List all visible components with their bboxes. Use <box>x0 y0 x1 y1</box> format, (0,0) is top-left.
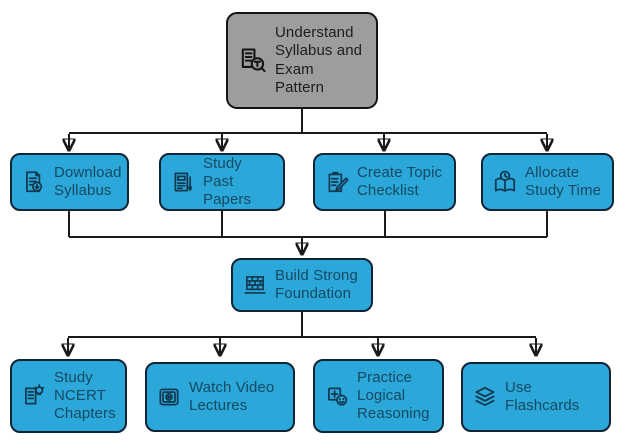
node-download-syllabus: Download Syllabus <box>10 153 129 211</box>
node-label: Study Past Papers <box>203 154 252 209</box>
node-label: Download Syllabus <box>54 163 122 199</box>
node-study-ncert-chapters: Study NCERT Chapters <box>10 359 127 433</box>
node-label: Watch Video Lectures <box>189 378 275 414</box>
node-allocate-study-time: Allocate Study Time <box>481 153 614 211</box>
node-watch-video-lectures: Watch Video Lectures <box>145 362 295 432</box>
book-bulb-icon <box>21 383 47 409</box>
clipboard-pencil-icon <box>324 169 350 195</box>
node-build-strong-foundation: Build Strong Foundation <box>231 258 373 312</box>
node-practice-logical-reasoning: Practice Logical Reasoning <box>313 359 444 433</box>
node-label: Allocate Study Time <box>525 163 602 199</box>
node-study-past-papers: Study Past Papers <box>159 153 285 211</box>
video-player-icon <box>156 384 182 410</box>
node-understand-syllabus: Understand Syllabus and Exam Pattern <box>226 12 378 109</box>
node-label: Build Strong Foundation <box>275 266 358 302</box>
node-label: Create Topic Checklist <box>357 163 443 199</box>
node-label: Use Flashcards <box>505 378 580 414</box>
node-label: Study NCERT Chapters <box>54 368 116 423</box>
node-use-flashcards: Use Flashcards <box>461 362 611 432</box>
puzzle-smiley-icon <box>324 383 350 409</box>
book-clock-icon <box>492 169 518 195</box>
brick-wall-icon <box>242 272 268 298</box>
book-search-icon <box>237 45 268 76</box>
document-download-icon <box>21 169 47 195</box>
newspaper-pen-icon <box>170 169 196 195</box>
node-label: Understand Syllabus and Exam Pattern <box>275 23 363 96</box>
node-label: Practice Logical Reasoning <box>357 368 430 423</box>
node-create-topic-checklist: Create Topic Checklist <box>313 153 456 211</box>
layers-icon <box>472 384 498 410</box>
